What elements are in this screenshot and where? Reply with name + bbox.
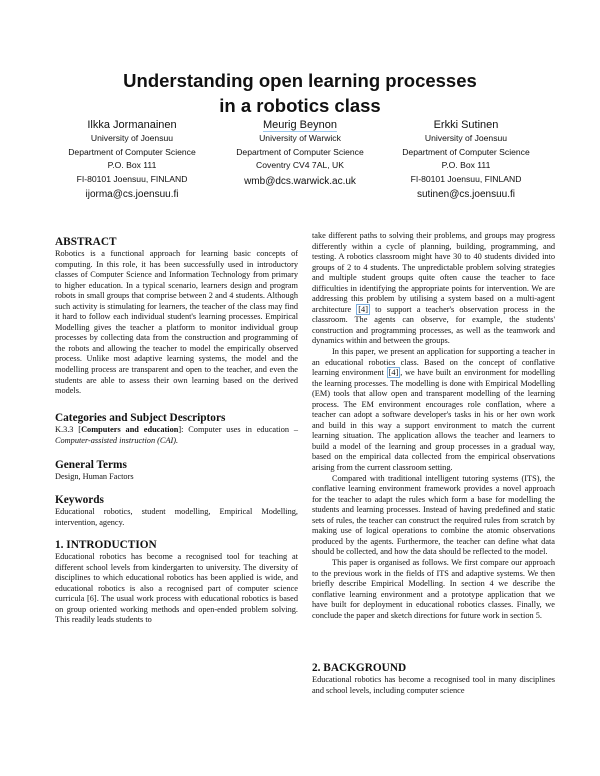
category-code: K.3.3 [	[55, 425, 82, 434]
text-span: to support a teacher's observation proce…	[312, 304, 555, 346]
abstract-heading: ABSTRACT	[55, 236, 117, 248]
keywords-text: Educational robotics, student modelling,…	[55, 507, 298, 527]
right-column: take different paths to solving their pr…	[312, 231, 555, 621]
text-span: , we have built an environment for model…	[312, 368, 555, 473]
general-terms-section: General Terms Design, Human Factors	[55, 459, 298, 483]
author-name: Erkki Sutinen	[433, 119, 499, 131]
category-bold: Computers and education	[81, 425, 179, 434]
introduction-paragraph-cont: take different paths to solving their pr…	[312, 231, 555, 347]
keywords-section: Keywords Educational robotics, student m…	[55, 494, 298, 528]
author-affiliation: University of Joensuu	[424, 133, 508, 143]
introduction-paragraph: Compared with traditional intelligent tu…	[312, 473, 555, 557]
author-affiliation: University of Warwick	[259, 133, 341, 143]
author-address: Coventry CV4 7AL, UK	[256, 160, 344, 170]
author-3: Erkki Sutinen University of Joensuu Depa…	[366, 118, 566, 203]
abstract-section: ABSTRACT Robotics is a functional approa…	[55, 236, 298, 397]
paper-title-line-1: Understanding open learning processes	[123, 70, 477, 91]
categories-section: Categories and Subject Descriptors K.3.3…	[55, 412, 298, 446]
text-span: In this paper, we present an application…	[312, 347, 555, 378]
categories-heading: Categories and Subject Descriptors	[55, 412, 226, 424]
author-affiliation: University of Joensuu	[90, 133, 174, 143]
background-heading: 2. BACKGROUND	[312, 662, 407, 674]
introduction-paragraph: In this paper, we present an application…	[312, 347, 555, 474]
author-address: FI-80101 Joensuu, FINLAND	[410, 173, 522, 184]
introduction-section: 1. INTRODUCTION Educational robotics has…	[55, 539, 298, 626]
general-terms-text: Design, Human Factors	[55, 472, 134, 481]
author-name: Ilkka Jormanainen	[87, 119, 177, 131]
author-department: Department of Computer Science	[68, 146, 196, 157]
keywords-heading: Keywords	[55, 494, 104, 506]
categories-text: K.3.3 [Computers and education]: Compute…	[55, 425, 298, 446]
author-2: Meurig Beynon University of Warwick Depa…	[200, 118, 400, 190]
general-terms-heading: General Terms	[55, 459, 127, 471]
author-email: wmb@dcs.warwick.ac.uk	[244, 175, 356, 187]
author-address: P.O. Box 111	[441, 160, 491, 170]
author-address: FI-80101 Joensuu, FINLAND	[76, 173, 188, 184]
introduction-heading: 1. INTRODUCTION	[55, 539, 157, 551]
paper-title-line-2: in a robotics class	[219, 95, 381, 116]
author-department: Department of Computer Science	[236, 146, 364, 157]
author-address: P.O. Box 111	[107, 160, 157, 170]
background-section: 2. BACKGROUND Educational robotics has b…	[312, 662, 555, 696]
author-email: ijorma@cs.joensuu.fi	[85, 189, 179, 200]
citation-link[interactable]: [4]	[386, 367, 401, 379]
text-span: take different paths to solving their pr…	[312, 231, 555, 314]
introduction-paragraph: This paper is organised as follows. We f…	[312, 557, 555, 620]
citation-link[interactable]: [4]	[356, 303, 370, 315]
author-department: Department of Computer Science	[402, 146, 530, 157]
background-text: Educational robotics has become a recogn…	[312, 675, 555, 695]
author-1: Ilkka Jormanainen University of Joensuu …	[32, 118, 232, 203]
introduction-paragraph: Educational robotics has become a recogn…	[55, 552, 298, 625]
author-name-link[interactable]: Meurig Beynon	[263, 119, 337, 132]
abstract-text: Robotics is a functional approach for le…	[55, 249, 298, 396]
author-email: sutinen@cs.joensuu.fi	[417, 189, 515, 200]
category-italic: Computer-assisted instruction (CAI).	[55, 435, 179, 445]
category-rest: ]: Computer uses in education –	[178, 425, 299, 434]
